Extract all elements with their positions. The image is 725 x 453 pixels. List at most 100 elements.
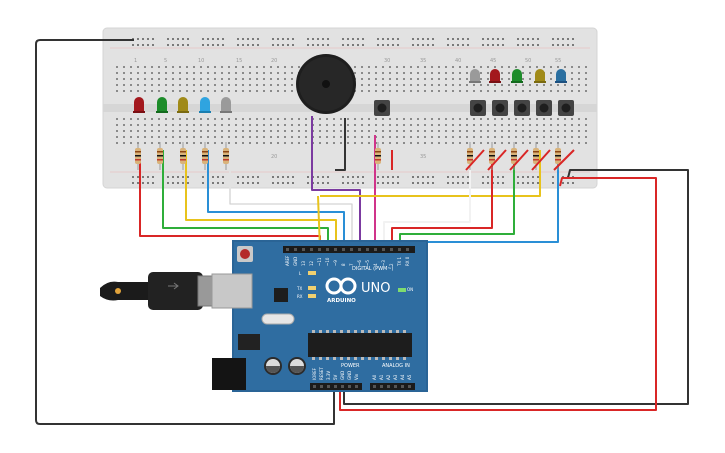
breadboard-hole: [214, 130, 216, 132]
breadboard-hole: [291, 118, 293, 120]
rail-hole: [287, 182, 289, 184]
rail-hole: [487, 176, 489, 178]
breadboard-hole: [466, 84, 468, 86]
piezo-buzzer: [296, 54, 356, 114]
breadboard-hole: [221, 72, 223, 74]
breadboard-hole: [228, 130, 230, 132]
breadboard-hole: [501, 78, 503, 80]
breadboard-hole: [249, 72, 251, 74]
breadboard-hole: [424, 124, 426, 126]
breadboard-hole: [459, 124, 461, 126]
rail-hole: [492, 38, 494, 40]
rail-hole: [412, 38, 414, 40]
left-leds: [133, 97, 232, 113]
rail-hole: [447, 176, 449, 178]
breadboard-hole: [501, 136, 503, 138]
pin-hole: [318, 248, 321, 251]
rail-hole: [527, 38, 529, 40]
breadboard-hole: [459, 72, 461, 74]
breadboard-hole: [522, 136, 524, 138]
rail-hole: [132, 182, 134, 184]
rail-hole: [362, 182, 364, 184]
breadboard-hole: [368, 84, 370, 86]
breadboard-hole: [403, 78, 405, 80]
rail-hole: [352, 38, 354, 40]
rail-hole: [287, 44, 289, 46]
breadboard-hole: [424, 90, 426, 92]
breadboard-hole: [480, 124, 482, 126]
breadboard-hole: [305, 142, 307, 144]
rail-hole: [212, 44, 214, 46]
pin-label: 12: [309, 260, 314, 266]
pin-label: GND: [293, 257, 298, 266]
rail-hole: [252, 44, 254, 46]
breadboard-hole: [319, 130, 321, 132]
breadboard-hole: [158, 130, 160, 132]
chip-leg: [389, 357, 392, 360]
breadboard-hole: [361, 130, 363, 132]
breadboard-hole: [151, 142, 153, 144]
rail-hole: [292, 182, 294, 184]
breadboard-hole: [228, 142, 230, 144]
breadboard-hole: [186, 78, 188, 80]
rail-hole: [222, 38, 224, 40]
rail-hole: [172, 182, 174, 184]
breadboard-hole: [354, 130, 356, 132]
rail-hole: [287, 38, 289, 40]
breadboard-hole: [249, 78, 251, 80]
breadboard-hole: [228, 90, 230, 92]
breadboard-hole: [361, 118, 363, 120]
digital-header[interactable]: [283, 246, 415, 253]
breadboard-hole: [529, 136, 531, 138]
breadboard-hole: [256, 124, 258, 126]
breadboard-hole: [389, 130, 391, 132]
rail-hole: [212, 182, 214, 184]
col-number: 20: [271, 154, 277, 160]
pin-hole: [380, 385, 383, 388]
rail-hole: [377, 176, 379, 178]
breadboard-hole: [137, 66, 139, 68]
breadboard-hole: [452, 90, 454, 92]
rail-hole: [312, 44, 314, 46]
chip-leg: [389, 330, 392, 333]
breadboard-hole: [347, 142, 349, 144]
breadboard-hole: [165, 136, 167, 138]
breadboard-hole: [529, 84, 531, 86]
breadboard-hole: [487, 78, 489, 80]
chip-leg: [319, 330, 322, 333]
rail-hole: [292, 38, 294, 40]
breadboard-hole: [284, 78, 286, 80]
rail-hole: [532, 38, 534, 40]
breadboard-hole: [515, 136, 517, 138]
led-rx-label: RX: [297, 294, 303, 299]
rail-hole: [272, 182, 274, 184]
resistors: [135, 142, 575, 171]
pin-label: A2: [386, 374, 391, 380]
rail-hole: [277, 38, 279, 40]
rail-hole: [242, 44, 244, 46]
rail-hole: [307, 44, 309, 46]
breadboard-hole: [116, 142, 118, 144]
breadboard-hole: [172, 78, 174, 80]
breadboard-hole: [137, 130, 139, 132]
breadboard-hole: [186, 84, 188, 86]
breadboard-hole: [207, 84, 209, 86]
breadboard-hole: [515, 84, 517, 86]
led-green-2: [511, 69, 523, 83]
breadboard-hole: [361, 84, 363, 86]
breadboard-hole: [382, 72, 384, 74]
pin-hole: [374, 248, 377, 251]
analog-header[interactable]: [370, 383, 415, 390]
breadboard-hole: [207, 78, 209, 80]
breadboard-hole: [235, 124, 237, 126]
breadboard-hole: [326, 118, 328, 120]
breadboard-hole: [445, 136, 447, 138]
pin-label: RESET: [319, 367, 324, 380]
breadboard-hole: [578, 136, 580, 138]
breadboard-hole: [529, 66, 531, 68]
breadboard-hole: [200, 118, 202, 120]
breadboard-hole: [487, 66, 489, 68]
breadboard-hole: [543, 66, 545, 68]
breadboard-hole: [550, 90, 552, 92]
rail-hole: [427, 176, 429, 178]
